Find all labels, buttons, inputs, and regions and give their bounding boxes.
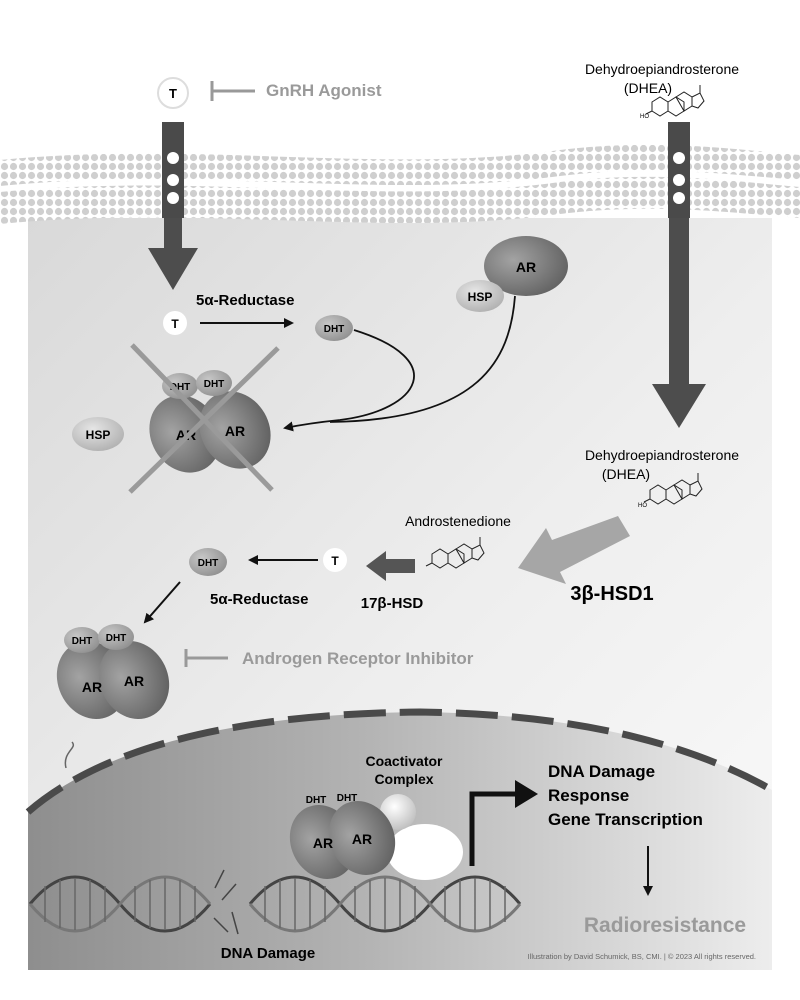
three-beta-hsd1-label: 3β-HSD1 bbox=[570, 583, 653, 605]
dhea-channel bbox=[668, 122, 690, 218]
ddr-label-3: Gene Transcription bbox=[548, 810, 703, 829]
dna-helix bbox=[28, 869, 522, 935]
svg-text:HO: HO bbox=[640, 114, 649, 120]
svg-text:AR: AR bbox=[313, 835, 333, 851]
dhea-mid-name: Dehydroepiandrosterone bbox=[585, 447, 739, 463]
ar-inhibitor-label: Androgen Receptor Inhibitor bbox=[242, 649, 474, 668]
seventeen-beta-hsd-arrow bbox=[366, 551, 415, 581]
svg-text:DHT: DHT bbox=[198, 558, 219, 569]
androstenedione-structure bbox=[425, 537, 485, 569]
ar-inhibitor-mark bbox=[184, 649, 228, 667]
ddr-label-2: Response bbox=[548, 786, 629, 805]
svg-text:AR: AR bbox=[225, 423, 245, 439]
gnrh-agonist-inhibition bbox=[210, 81, 255, 101]
illustration-credit: Illustration by David Schumick, BS, CMI.… bbox=[528, 952, 756, 961]
svg-text:DHT: DHT bbox=[170, 382, 191, 393]
coactivator-label-1: Coactivator bbox=[365, 753, 443, 769]
dhea-top-name: Dehydroepiandrosterone bbox=[585, 61, 739, 77]
svg-text:DHT: DHT bbox=[324, 324, 345, 335]
svg-text:HO: HO bbox=[638, 503, 647, 509]
nuclear-envelope bbox=[25, 708, 774, 815]
svg-text:AR: AR bbox=[516, 259, 536, 275]
dht-molecule-mid: DHT bbox=[189, 548, 227, 576]
five-alpha-reductase-label-lower: 5α-Reductase bbox=[210, 591, 308, 608]
dhea-mid-abbr: (DHEA) bbox=[602, 466, 650, 482]
testosterone-channel bbox=[162, 122, 184, 218]
svg-text:T: T bbox=[169, 86, 177, 101]
svg-text:HSP: HSP bbox=[468, 290, 493, 304]
three-beta-hsd1-arrow bbox=[518, 516, 630, 584]
svg-text:DHT: DHT bbox=[204, 379, 225, 390]
dna-damage-label: DNA Damage bbox=[221, 945, 315, 962]
testosterone-molecule-top: T bbox=[157, 77, 189, 109]
testosterone-molecule-cyto: T bbox=[163, 311, 187, 335]
dhea-structure-top bbox=[645, 85, 705, 117]
svg-text:DHT: DHT bbox=[306, 795, 327, 806]
svg-text:AR: AR bbox=[82, 679, 102, 695]
nuclear-ar-dimer: AR AR DHT DHT bbox=[289, 793, 396, 879]
cell-membrane bbox=[0, 144, 800, 224]
svg-text:T: T bbox=[171, 317, 179, 331]
svg-text:T: T bbox=[331, 554, 339, 568]
blocked-ar-dimer: AR AR DHT DHT bbox=[128, 343, 280, 494]
seventeen-beta-hsd-label: 17β-HSD bbox=[361, 595, 424, 612]
transcription-arrow bbox=[469, 780, 538, 866]
coactivator-label-2: Complex bbox=[374, 771, 433, 787]
svg-text:HSP: HSP bbox=[86, 428, 111, 442]
svg-text:DHT: DHT bbox=[337, 793, 358, 804]
svg-text:AR: AR bbox=[124, 673, 144, 689]
dhea-structure-mid bbox=[643, 473, 703, 505]
active-ar-dimer: AR AR DHT DHT bbox=[56, 624, 170, 719]
testosterone-molecule-mid: T bbox=[323, 548, 347, 572]
five-alpha-reductase-label-upper: 5α-Reductase bbox=[196, 292, 294, 309]
gnrh-agonist-label: GnRH Agonist bbox=[266, 81, 382, 100]
dht-molecule-upper: DHT bbox=[315, 315, 353, 341]
svg-text:DHT: DHT bbox=[106, 633, 127, 644]
hsp-free: HSP bbox=[72, 417, 124, 451]
ddr-label-1: DNA Damage bbox=[548, 762, 655, 781]
svg-text:DHT: DHT bbox=[72, 636, 93, 647]
androstenedione-label: Androstenedione bbox=[405, 513, 511, 529]
svg-text:AR: AR bbox=[352, 831, 372, 847]
dhea-top-abbr: (DHEA) bbox=[624, 80, 672, 96]
ar-hsp-complex: AR HSP bbox=[456, 236, 568, 312]
radioresistance-label: Radioresistance bbox=[584, 914, 746, 937]
